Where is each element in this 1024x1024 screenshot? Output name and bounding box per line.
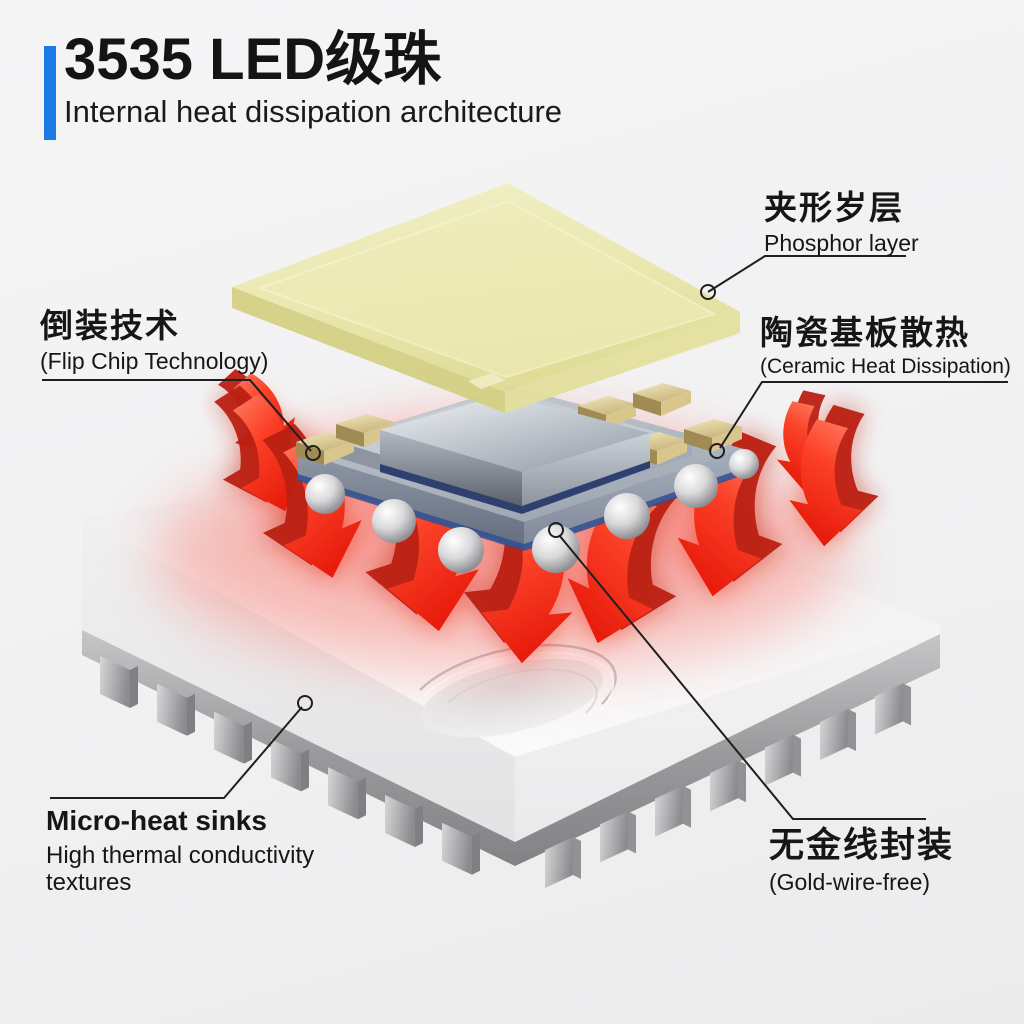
heatsink-fin bbox=[738, 760, 746, 803]
callout-gold-wire-free-en: (Gold-wire-free) bbox=[769, 869, 931, 896]
leader-phosphor bbox=[700, 255, 906, 300]
heatsink-fin bbox=[875, 683, 903, 735]
chip-die-layer-right bbox=[522, 461, 650, 514]
chip-top-face bbox=[380, 394, 650, 472]
callout-gold-wire-free-zh: 无金线封装 bbox=[769, 826, 955, 865]
heatsink-fin bbox=[903, 683, 911, 726]
phosphor-layer-slab bbox=[232, 183, 740, 413]
phosphor-notch-tab bbox=[468, 373, 506, 389]
heatsink-fins-right bbox=[545, 683, 911, 888]
phosphor-left-face bbox=[232, 287, 505, 413]
heatsink-fin bbox=[157, 683, 187, 736]
callout-flip-chip-en: (Flip Chip Technology) bbox=[40, 347, 269, 374]
chip-right-face bbox=[522, 433, 650, 506]
leader-ceramic bbox=[709, 381, 1008, 459]
callout-micro-heat-sinks: Micro-heat sinks High thermal conductivi… bbox=[46, 805, 336, 897]
callout-micro-heat-sinks-sub: High thermal conductivity textures bbox=[46, 841, 315, 897]
chip-die-layer-left bbox=[380, 464, 522, 514]
leader-endpoint-circle bbox=[297, 695, 313, 711]
header: 3535 LED级珠 Internal heat dissipation arc… bbox=[64, 27, 563, 130]
callout-ceramic-en: (Ceramic Heat Dissipation) bbox=[760, 354, 1011, 378]
leader-gold-wire-free bbox=[548, 522, 926, 820]
heatsink-fin bbox=[385, 795, 415, 847]
heatsink-fin bbox=[628, 811, 636, 854]
leader-endpoint-circle bbox=[305, 445, 321, 461]
heatsink-fin bbox=[545, 837, 573, 888]
heatsink-fin bbox=[765, 734, 793, 786]
callout-phosphor-layer: 夹形岁层 Phosphor layer bbox=[764, 189, 919, 256]
heatsink-fin bbox=[683, 785, 691, 828]
phosphor-bevel bbox=[257, 199, 717, 379]
leader-endpoint-circle bbox=[700, 284, 716, 300]
heatsink-fin bbox=[358, 777, 366, 820]
heatsink-fin bbox=[415, 805, 423, 847]
heatsink-fins-left bbox=[100, 656, 480, 875]
title-accent-bar bbox=[44, 46, 56, 140]
heatsink-fin bbox=[130, 666, 138, 708]
phosphor-right-face bbox=[505, 312, 740, 413]
callout-gold-wire-free: 无金线封装 (Gold-wire-free) bbox=[769, 826, 954, 896]
leader-endpoint-circle bbox=[548, 522, 564, 538]
heatsink-fin bbox=[301, 749, 309, 792]
page-subtitle: Internal heat dissipation architecture bbox=[64, 93, 563, 129]
heatsink-fin bbox=[848, 709, 856, 751]
flip-chip-led-block bbox=[380, 394, 650, 514]
heatsink-fin bbox=[573, 837, 581, 879]
heatsink-fin bbox=[710, 760, 738, 812]
heatsink-fin bbox=[271, 739, 301, 792]
heatsink-right-face bbox=[515, 625, 940, 842]
heatsink-base-plate-right bbox=[515, 634, 940, 866]
callout-flip-chip: 倒装技术 (Flip Chip Technology) bbox=[40, 307, 268, 374]
heatsink-fin bbox=[100, 656, 130, 708]
heatsink-fin bbox=[328, 767, 358, 820]
callout-ceramic-heat-dissipation: 陶瓷基板散热 (Ceramic Heat Dissipation) bbox=[760, 314, 1011, 379]
ceramic-substrate-assembly bbox=[296, 383, 759, 573]
leader-micro-heat-sinks bbox=[50, 695, 313, 799]
leader-endpoint-circle bbox=[709, 443, 725, 459]
callout-micro-heat-sinks-title: Micro-heat sinks bbox=[46, 805, 267, 836]
heatsink-fin bbox=[187, 693, 195, 736]
callout-phosphor-en: Phosphor layer bbox=[764, 229, 919, 256]
heatsink-fin bbox=[793, 734, 801, 777]
leader-flip-chip bbox=[42, 379, 321, 461]
callout-leader-lines bbox=[42, 255, 1008, 820]
heatsink-fin bbox=[244, 721, 252, 764]
callout-phosphor-zh: 夹形岁层 bbox=[764, 189, 904, 226]
heatsink-fin bbox=[655, 785, 683, 837]
callout-flip-chip-zh: 倒装技术 bbox=[40, 307, 180, 344]
heatsink-fin bbox=[214, 711, 244, 764]
solder-balls bbox=[305, 449, 759, 573]
heatsink-fin bbox=[600, 811, 628, 863]
heatsink-fin bbox=[820, 709, 848, 760]
page-title: 3535 LED级珠 bbox=[64, 27, 442, 92]
chip-left-face bbox=[380, 430, 522, 506]
substrate-left-face bbox=[298, 452, 524, 549]
heatsink-fin bbox=[442, 822, 472, 875]
callout-ceramic-zh: 陶瓷基板散热 bbox=[760, 314, 970, 351]
heatsink-fin bbox=[472, 832, 480, 875]
